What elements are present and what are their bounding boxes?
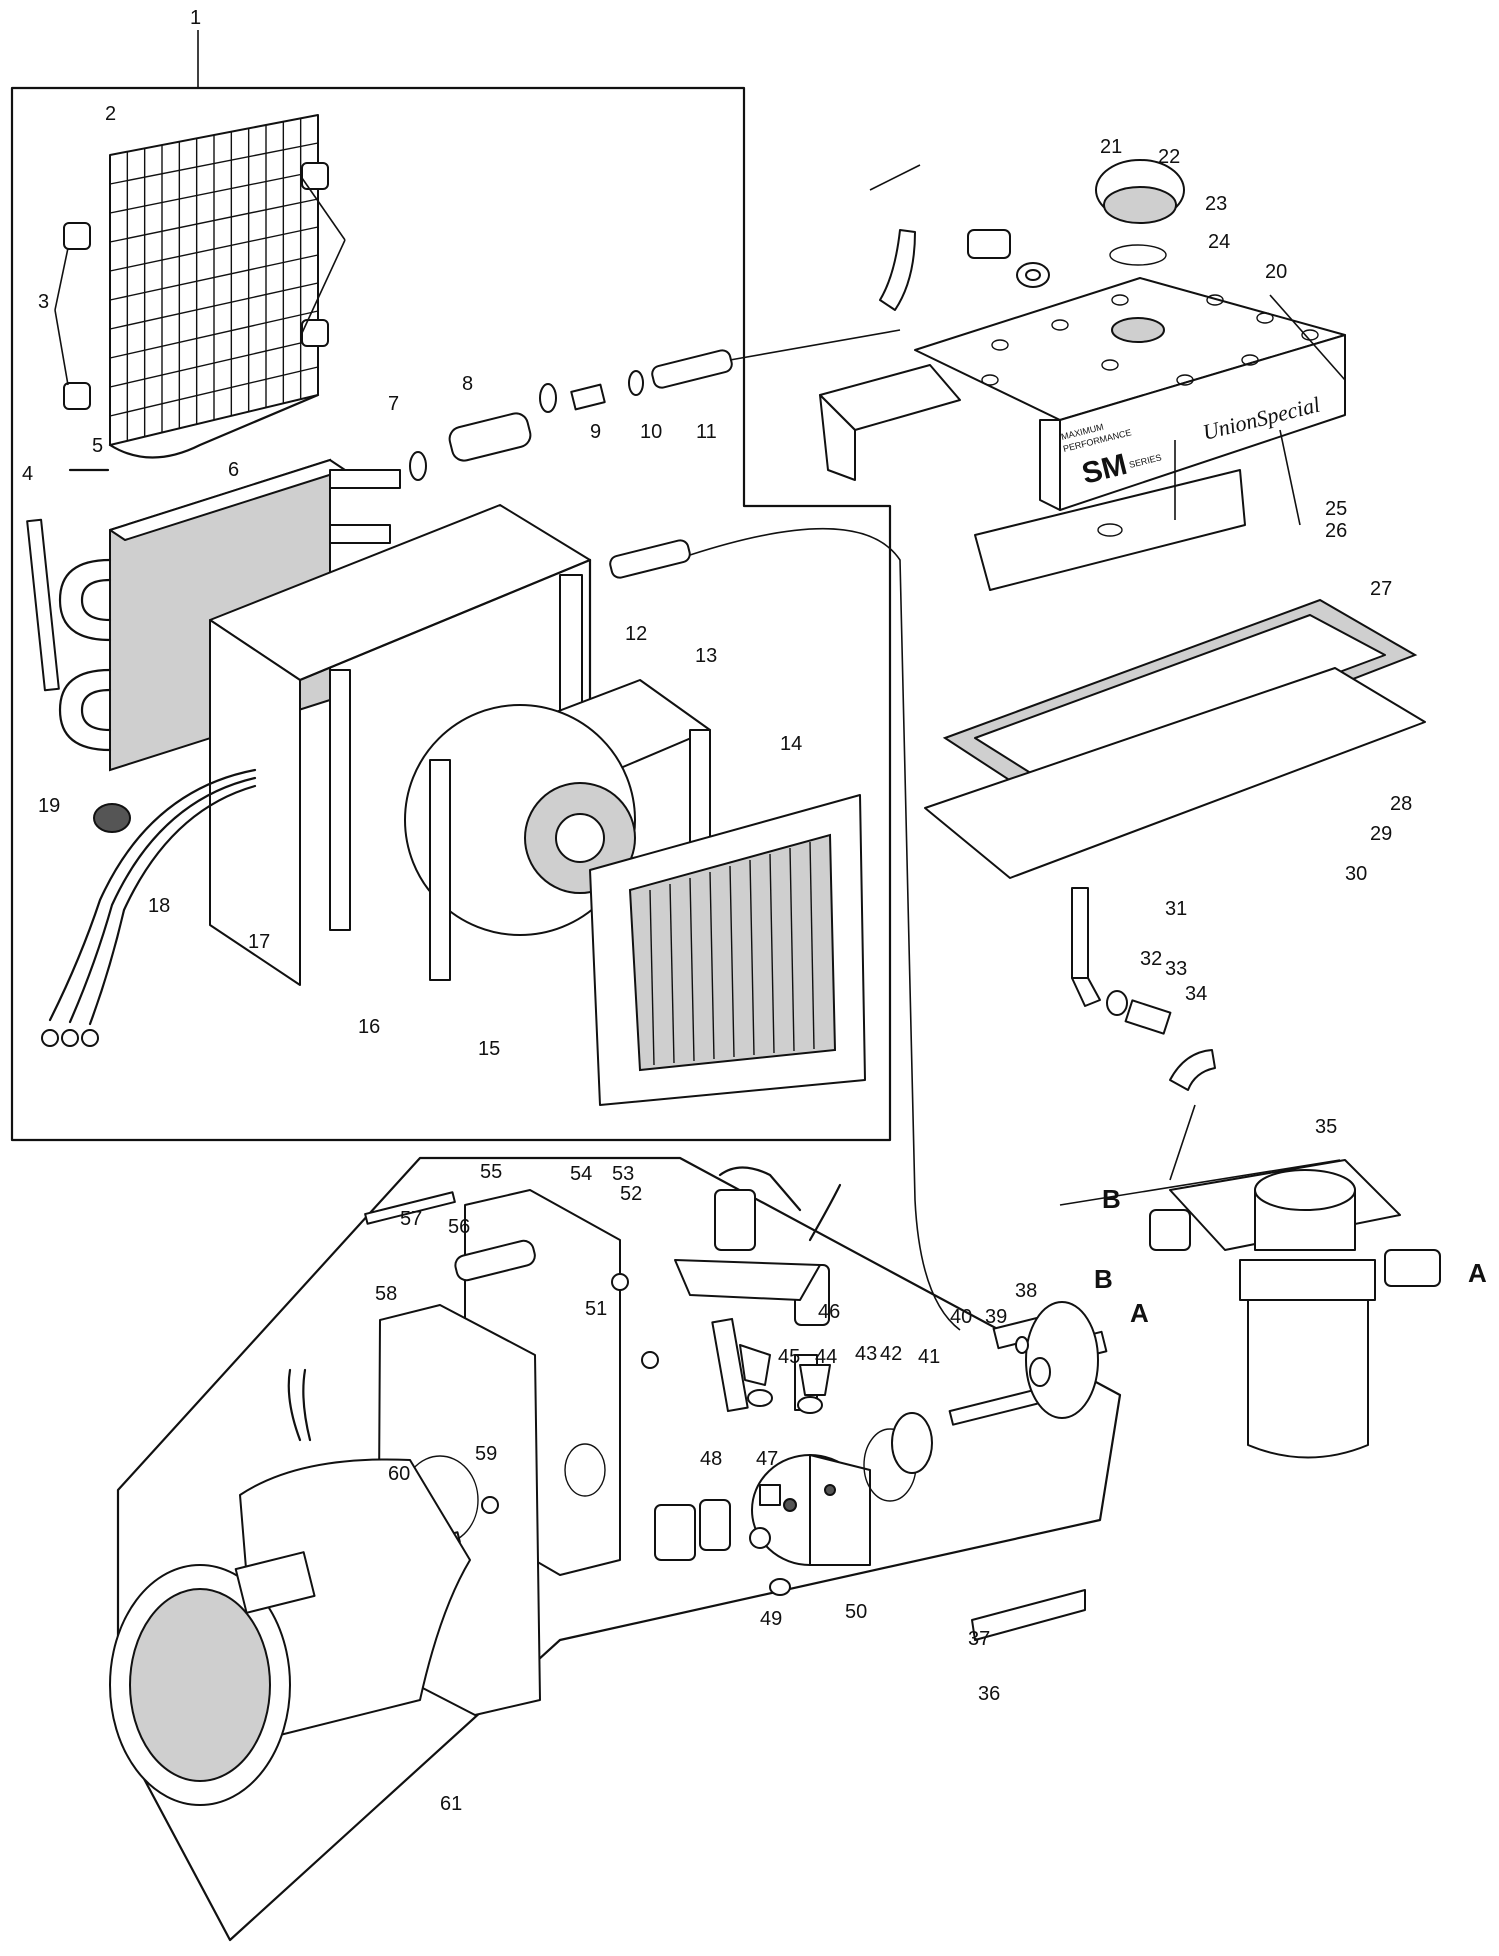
callout-26: 26 [1325,520,1347,542]
callout-21: 21 [1100,136,1122,158]
callout-32: 32 [1140,948,1162,970]
callout-8: 8 [462,373,473,395]
callout-24: 24 [1208,231,1230,253]
callout-14: 14 [780,733,802,755]
callout-51: 51 [585,1298,607,1320]
callout-10: 10 [640,421,662,443]
callout-44: 44 [815,1346,837,1368]
callout-19: 19 [38,795,60,817]
callout-1: 1 [190,7,201,29]
callout-22: 22 [1158,146,1180,168]
callout-54: 54 [570,1163,592,1185]
fan-housing [209,504,592,986]
callout-2: 2 [105,103,116,125]
callout-11: 11 [696,421,717,443]
callout-33: 33 [1165,958,1187,980]
assembly-36-outline [116,1156,1122,1942]
riser-fittings [1071,887,1216,1091]
callout-27: 27 [1370,578,1392,600]
connection-label-b-filter: B [1102,1184,1121,1214]
callout-37: 37 [968,1628,990,1650]
callout-6: 6 [228,459,239,481]
callout-61: 61 [440,1793,462,1815]
filter-panel [589,794,866,1106]
connection-label-b-hose: B [1094,1264,1113,1294]
hose-parts [409,329,961,1331]
callout-31: 31 [1165,898,1187,920]
motor [109,1368,471,1806]
callout-28: 28 [1390,793,1412,815]
callout-48: 48 [700,1448,722,1470]
callout-34: 34 [1185,983,1207,1005]
pump-internals [654,1301,1099,1641]
pump-body [751,1454,871,1566]
callout-46: 46 [818,1301,840,1323]
callout-5: 5 [92,435,103,457]
callout-43: 43 [855,1343,877,1365]
assembly-1-outline [10,30,892,1142]
mounting-plate [924,667,1426,879]
callout-52: 52 [620,1183,642,1205]
callout-30: 30 [1345,863,1367,885]
gasket [942,598,1418,802]
callout-35: 35 [1315,1116,1337,1138]
callout-41: 41 [918,1346,940,1368]
callout-3: 3 [38,291,49,313]
callout-58: 58 [375,1283,397,1305]
reservoir-tank: MAXIMUM PERFORMANCE SM SERIES UnionSpeci… [819,277,1346,511]
callout-39: 39 [985,1306,1007,1328]
connection-label-a-filter: A [1468,1258,1487,1288]
callout-60: 60 [388,1463,410,1485]
callout-23: 23 [1205,193,1227,215]
grille-clips [63,162,329,410]
callout-25: 25 [1325,498,1347,520]
callout-57: 57 [400,1208,422,1230]
leader-lines [54,164,1346,1206]
callout-17: 17 [248,931,270,953]
filter-canister [1149,1159,1441,1459]
callout-29: 29 [1370,823,1392,845]
callout-47: 47 [756,1448,778,1470]
callout-55: 55 [480,1161,502,1183]
callout-38: 38 [1015,1280,1037,1302]
callout-53: 53 [612,1163,634,1185]
callout-20: 20 [1265,261,1287,283]
callout-13: 13 [695,645,717,667]
callout-18: 18 [148,895,170,917]
wire-harness [41,768,257,1047]
callout-40: 40 [950,1306,972,1328]
callout-45: 45 [778,1346,800,1368]
base-plate [974,469,1246,591]
callout-56: 56 [448,1216,470,1238]
callout-12: 12 [625,623,647,645]
fill-fittings [879,159,1185,311]
callout-16: 16 [358,1016,380,1038]
callout-9: 9 [590,421,601,443]
callout-59: 59 [475,1443,497,1465]
callout-42: 42 [880,1343,902,1365]
callout-15: 15 [478,1038,500,1060]
callout-50: 50 [845,1601,867,1623]
callout-4: 4 [22,463,33,485]
connection-label-a-hose: A [1130,1298,1149,1328]
callout-49: 49 [760,1608,782,1630]
callout-7: 7 [388,393,399,415]
callout-36: 36 [978,1683,1000,1705]
grille [108,114,320,459]
